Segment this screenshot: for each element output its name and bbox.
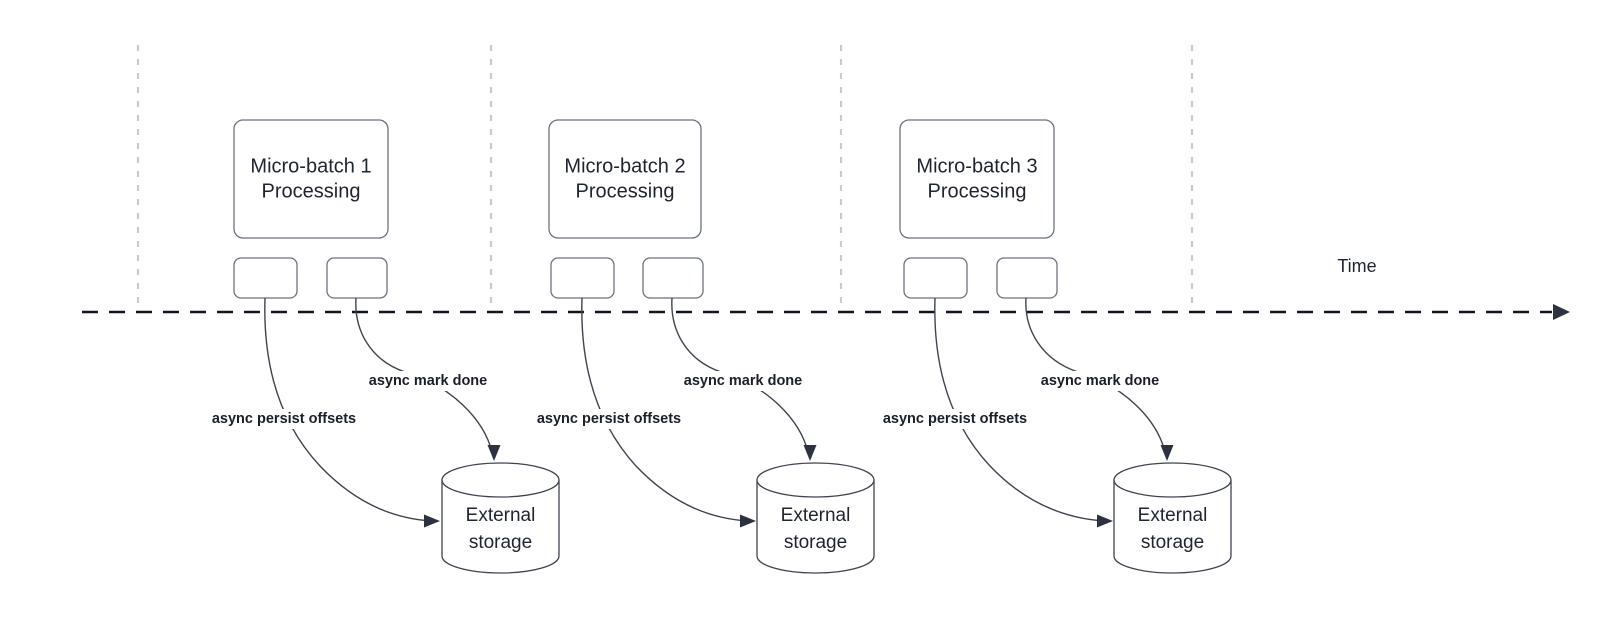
edge-arrowhead-async-mark-done bbox=[487, 445, 501, 461]
cylinder-top-ellipse bbox=[756, 462, 875, 498]
micro-batch-box-label-line1: Micro-batch 3 bbox=[916, 155, 1037, 177]
micro-batch-box[interactable]: Micro-batch 1 Processing bbox=[233, 119, 389, 239]
external-storage-label-line2: storage bbox=[1141, 532, 1204, 553]
external-storage-cylinder[interactable]: External storage bbox=[756, 462, 875, 574]
edge-arrowhead-async-persist-offsets bbox=[424, 514, 440, 528]
external-storage-label-line2: storage bbox=[784, 532, 847, 553]
cylinder-body bbox=[756, 479, 875, 574]
edge-arrowhead-async-mark-done bbox=[803, 445, 817, 461]
edge-label-backdrop-async-mark-done bbox=[1041, 371, 1159, 391]
edge-arrowhead-async-persist-offsets bbox=[740, 514, 756, 528]
task-box-mark[interactable] bbox=[996, 257, 1058, 299]
time-axis-label: Time bbox=[1337, 256, 1376, 276]
edge-label-async-mark-done: async mark done bbox=[1041, 373, 1159, 389]
edge-async-mark-done: async mark done bbox=[1025, 297, 1174, 461]
micro-batch-box-rect[interactable] bbox=[899, 119, 1055, 239]
cylinder-top-ellipse bbox=[1113, 462, 1232, 498]
micro-batch-box-label-line1: Micro-batch 2 bbox=[564, 155, 685, 177]
edge-label-async-mark-done: async mark done bbox=[684, 373, 802, 389]
edge-label-backdrop-async-persist-offsets bbox=[202, 409, 366, 429]
edge-arrowhead-async-persist-offsets bbox=[1097, 514, 1113, 528]
edge-async-mark-done: async mark done bbox=[355, 297, 501, 461]
micro-batch-box-label-line1: Micro-batch 1 bbox=[250, 155, 371, 177]
task-box-mark[interactable] bbox=[642, 257, 704, 299]
edge-label-async-persist-offsets: async persist offsets bbox=[537, 411, 681, 427]
micro-batch-box[interactable]: Micro-batch 2 Processing bbox=[548, 119, 702, 239]
external-storage-label-line2: storage bbox=[469, 532, 532, 553]
edge-path-async-persist-offsets bbox=[934, 297, 1106, 522]
micro-batch-box-rect[interactable] bbox=[548, 119, 702, 239]
edge-async-persist-offsets: async persist offsets bbox=[873, 297, 1113, 528]
task-box-persist[interactable] bbox=[233, 257, 298, 299]
edge-label-async-persist-offsets: async persist offsets bbox=[212, 411, 356, 427]
edge-async-persist-offsets: async persist offsets bbox=[202, 297, 440, 528]
edge-label-backdrop-async-persist-offsets bbox=[873, 409, 1037, 429]
cylinder-body bbox=[1113, 479, 1232, 574]
timeline-group bbox=[82, 304, 1570, 320]
time-axis-arrowhead bbox=[1553, 304, 1570, 320]
external-storage-label-line1: External bbox=[1138, 505, 1208, 526]
task-box-mark[interactable] bbox=[326, 257, 388, 299]
external-storage-label-line1: External bbox=[781, 505, 851, 526]
micro-batch-box-label-line2: Processing bbox=[576, 180, 675, 202]
edge-async-persist-offsets: async persist offsets bbox=[527, 297, 756, 528]
micro-batch-box-rect[interactable] bbox=[233, 119, 389, 239]
task-box-persist[interactable] bbox=[903, 257, 968, 299]
edge-path-async-persist-offsets bbox=[264, 297, 433, 522]
micro-batch-box-label-line2: Processing bbox=[262, 180, 361, 202]
external-storage-cylinder[interactable]: External storage bbox=[1113, 462, 1232, 574]
edge-label-backdrop-async-mark-done bbox=[369, 371, 487, 391]
cylinder-top-ellipse bbox=[441, 462, 560, 498]
edge-label-async-mark-done: async mark done bbox=[369, 373, 487, 389]
task-box-persist[interactable] bbox=[550, 257, 615, 299]
edge-async-mark-done: async mark done bbox=[671, 297, 817, 461]
edge-label-async-persist-offsets: async persist offsets bbox=[883, 411, 1027, 427]
external-storage-label-line1: External bbox=[466, 505, 536, 526]
edge-label-backdrop-async-persist-offsets bbox=[527, 409, 691, 429]
edge-label-backdrop-async-mark-done bbox=[684, 371, 802, 391]
edge-path-async-persist-offsets bbox=[581, 297, 749, 522]
micro-batch-box-label-line2: Processing bbox=[928, 180, 1027, 202]
external-storage-cylinder[interactable]: External storage bbox=[441, 462, 560, 574]
guide-lines-group bbox=[136, 45, 1194, 312]
micro-batch-box[interactable]: Micro-batch 3 Processing bbox=[899, 119, 1055, 239]
cylinder-body bbox=[441, 479, 560, 574]
edge-arrowhead-async-mark-done bbox=[1160, 445, 1174, 461]
